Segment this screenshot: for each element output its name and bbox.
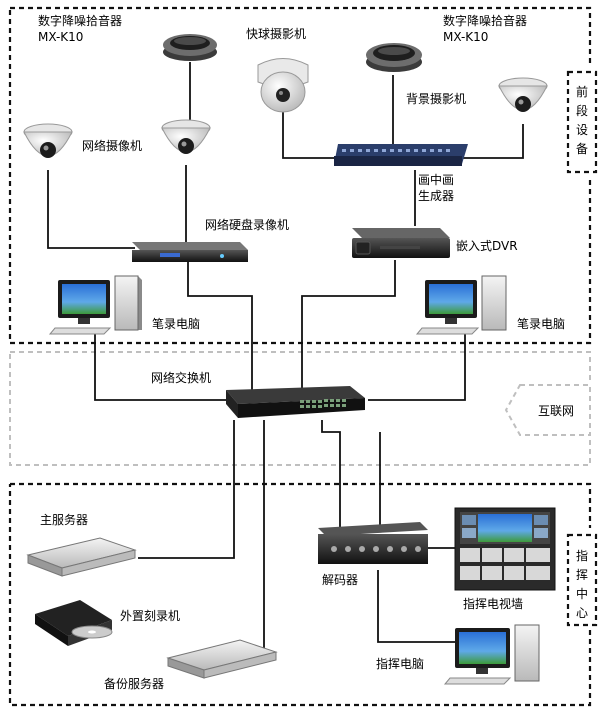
wires [47,62,524,649]
label-pc-right: 笔录电脑 [517,316,565,331]
zone-label-front: 前段设备 [576,84,588,156]
label-backup-server: 备份服务器 [104,676,164,691]
internet-zone-border [9,351,591,466]
label-burner: 外置刻录机 [120,609,180,623]
network-switch-device [226,386,365,418]
label-pip-line1: 画中画 [418,172,454,187]
decoder-device [318,522,428,564]
main-server-device [26,537,137,577]
label-tv-wall: 指挥电视墙 [463,596,523,611]
zone-label-internet: 互联网 [538,404,574,418]
external-burner-device [35,600,113,646]
pc-right-device [415,275,507,335]
dvr-device [352,228,450,258]
command-pc-device [443,624,540,685]
label-mic-left: 数字降噪拾音器 [38,13,122,28]
tv-wall-device [454,507,556,591]
zone-label-command: 指挥中心 [576,548,588,620]
backup-server-device [166,639,278,679]
label-switch: 网络交换机 [151,370,211,385]
label-dvr: 嵌入式DVR [456,239,518,253]
mic-right-device [366,43,422,72]
label-speed-dome: 快球摄影机 [246,26,306,41]
label-nvr: 网络硬盘录像机 [205,217,289,232]
label-command-pc: 指挥电脑 [376,656,424,671]
label-main-server: 主服务器 [40,512,88,527]
label-network-camera: 网络摄像机 [82,138,142,153]
command-zone-border [8,482,598,707]
pc-left-device [48,275,142,335]
front-zone-border [8,6,598,345]
label-pc-left: 笔录电脑 [152,316,200,331]
label-bg-camera: 背景摄影机 [406,91,466,106]
network-camera-1 [23,123,73,158]
pip-generator-device [334,144,468,166]
mic-left-device [163,34,217,61]
nvr-device [132,242,248,262]
label-mic-left-model: MX-K10 [38,30,83,44]
background-camera [498,77,548,112]
label-mic-right-model: MX-K10 [443,30,488,44]
label-decoder: 解码器 [322,573,358,587]
speed-dome-camera [257,58,309,113]
label-mic-right: 数字降噪拾音器 [443,13,527,28]
network-camera-2 [161,119,211,154]
label-pip-line2: 生成器 [418,189,454,203]
